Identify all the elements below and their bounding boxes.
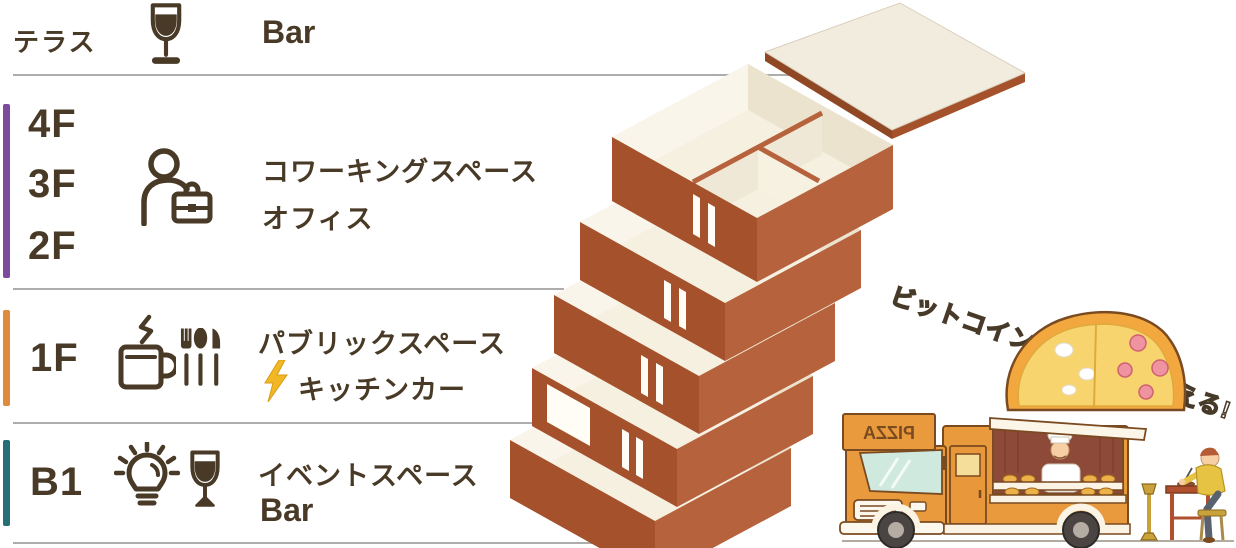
divider-basement — [13, 542, 633, 544]
building-roof-terrace — [763, 2, 1027, 139]
cutlery-icon — [180, 328, 222, 392]
accent-bar-ground — [3, 310, 10, 406]
floor-label-3f: 3F — [28, 162, 77, 206]
side-mirror — [942, 456, 947, 470]
floor-label-b1: B1 — [30, 460, 84, 504]
basement-use-line1: イベントスペース — [258, 461, 479, 491]
wine-glass-icon — [186, 446, 224, 516]
lightbulb-icon — [114, 442, 180, 516]
divider-upper-floors — [13, 288, 564, 290]
truck-cab: PIZZA — [839, 413, 947, 535]
wine-glass-icon — [146, 2, 186, 68]
headlight — [909, 501, 927, 512]
pizza-sign-text: PIZZA — [863, 423, 915, 443]
upper-use-line2: オフィス — [262, 204, 374, 234]
terrace-use-label: Bar — [262, 14, 316, 50]
ground-use-line1: パブリックスペース — [258, 329, 506, 359]
awning — [989, 417, 1148, 441]
terrace-label: テラス — [13, 27, 97, 57]
divider-first-floor — [13, 422, 537, 424]
person-briefcase-icon — [138, 148, 214, 226]
ground-use-line2: キッチンカー — [298, 375, 466, 405]
accent-bar-upper — [3, 104, 10, 278]
floor-label-2f: 2F — [28, 224, 77, 268]
truck-door — [949, 445, 987, 525]
floor-label-1f: 1F — [30, 336, 79, 380]
building-illustration — [440, 0, 1080, 548]
divider-terrace — [13, 74, 806, 76]
stand — [1139, 483, 1159, 541]
food-truck-illustration: PIZZA — [838, 298, 1236, 548]
accent-bar-basement — [3, 440, 10, 526]
lightning-bolt-icon — [262, 360, 290, 402]
serving-window — [989, 425, 1127, 504]
building-floor-4f — [612, 64, 893, 282]
basement-use-line2: Bar — [260, 492, 314, 528]
customer — [1178, 447, 1227, 543]
floor-label-4f: 4F — [28, 102, 77, 146]
wheels — [871, 503, 1106, 548]
pizza-sign — [1005, 310, 1187, 412]
upper-use-line1: コワーキングスペース — [262, 157, 538, 187]
coffee-mug-icon — [118, 314, 176, 392]
